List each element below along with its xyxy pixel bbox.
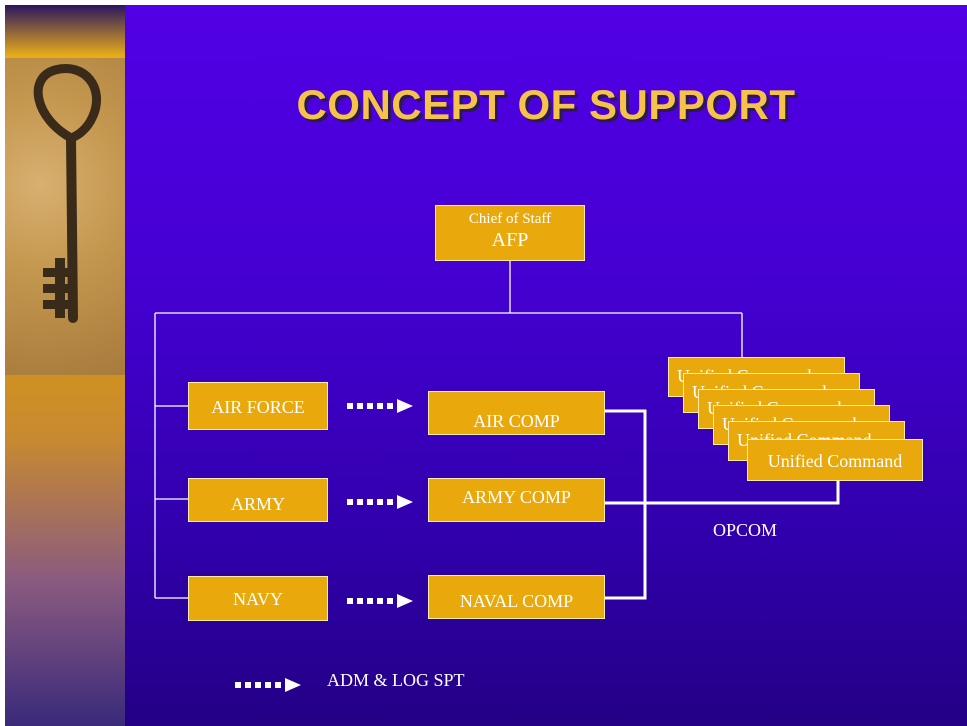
opcom-label: OPCOM bbox=[713, 520, 778, 540]
unified-command-box: Unified Command bbox=[747, 439, 923, 481]
slide-title: CONCEPT OF SUPPORT bbox=[296, 81, 796, 128]
legend-arrow bbox=[235, 676, 305, 692]
connector-lines bbox=[154, 261, 840, 600]
afp-label: AFP bbox=[491, 229, 529, 251]
dotted-arrow-air bbox=[347, 397, 417, 413]
dotted-arrow-army bbox=[347, 493, 417, 509]
army-box: ARMY bbox=[188, 478, 328, 522]
chief-of-staff-box: Chief of Staff AFP bbox=[435, 205, 585, 261]
legend-label: ADM & LOG SPT bbox=[327, 670, 465, 690]
key-image bbox=[5, 58, 125, 375]
navy-box: NAVY bbox=[188, 576, 328, 621]
slide: CONCEPT OF SUPPORT Chief of Staff AFP AI… bbox=[5, 5, 967, 726]
unified-command-label: Unified Command bbox=[767, 451, 903, 471]
navy-label: NAVY bbox=[233, 589, 283, 609]
air-comp-label: AIR COMP bbox=[473, 411, 560, 431]
army-label: ARMY bbox=[230, 494, 285, 514]
chief-of-staff-label: Chief of Staff bbox=[468, 211, 552, 227]
army-comp-box: ARMY COMP bbox=[428, 478, 605, 522]
air-force-label: AIR FORCE bbox=[211, 397, 305, 417]
air-force-box: AIR FORCE bbox=[188, 382, 328, 430]
air-comp-box: AIR COMP bbox=[428, 391, 605, 435]
army-comp-label: ARMY COMP bbox=[462, 487, 571, 507]
naval-comp-label: NAVAL COMP bbox=[459, 591, 574, 611]
naval-comp-box: NAVAL COMP bbox=[428, 575, 605, 619]
dotted-arrow-navy bbox=[347, 592, 417, 608]
